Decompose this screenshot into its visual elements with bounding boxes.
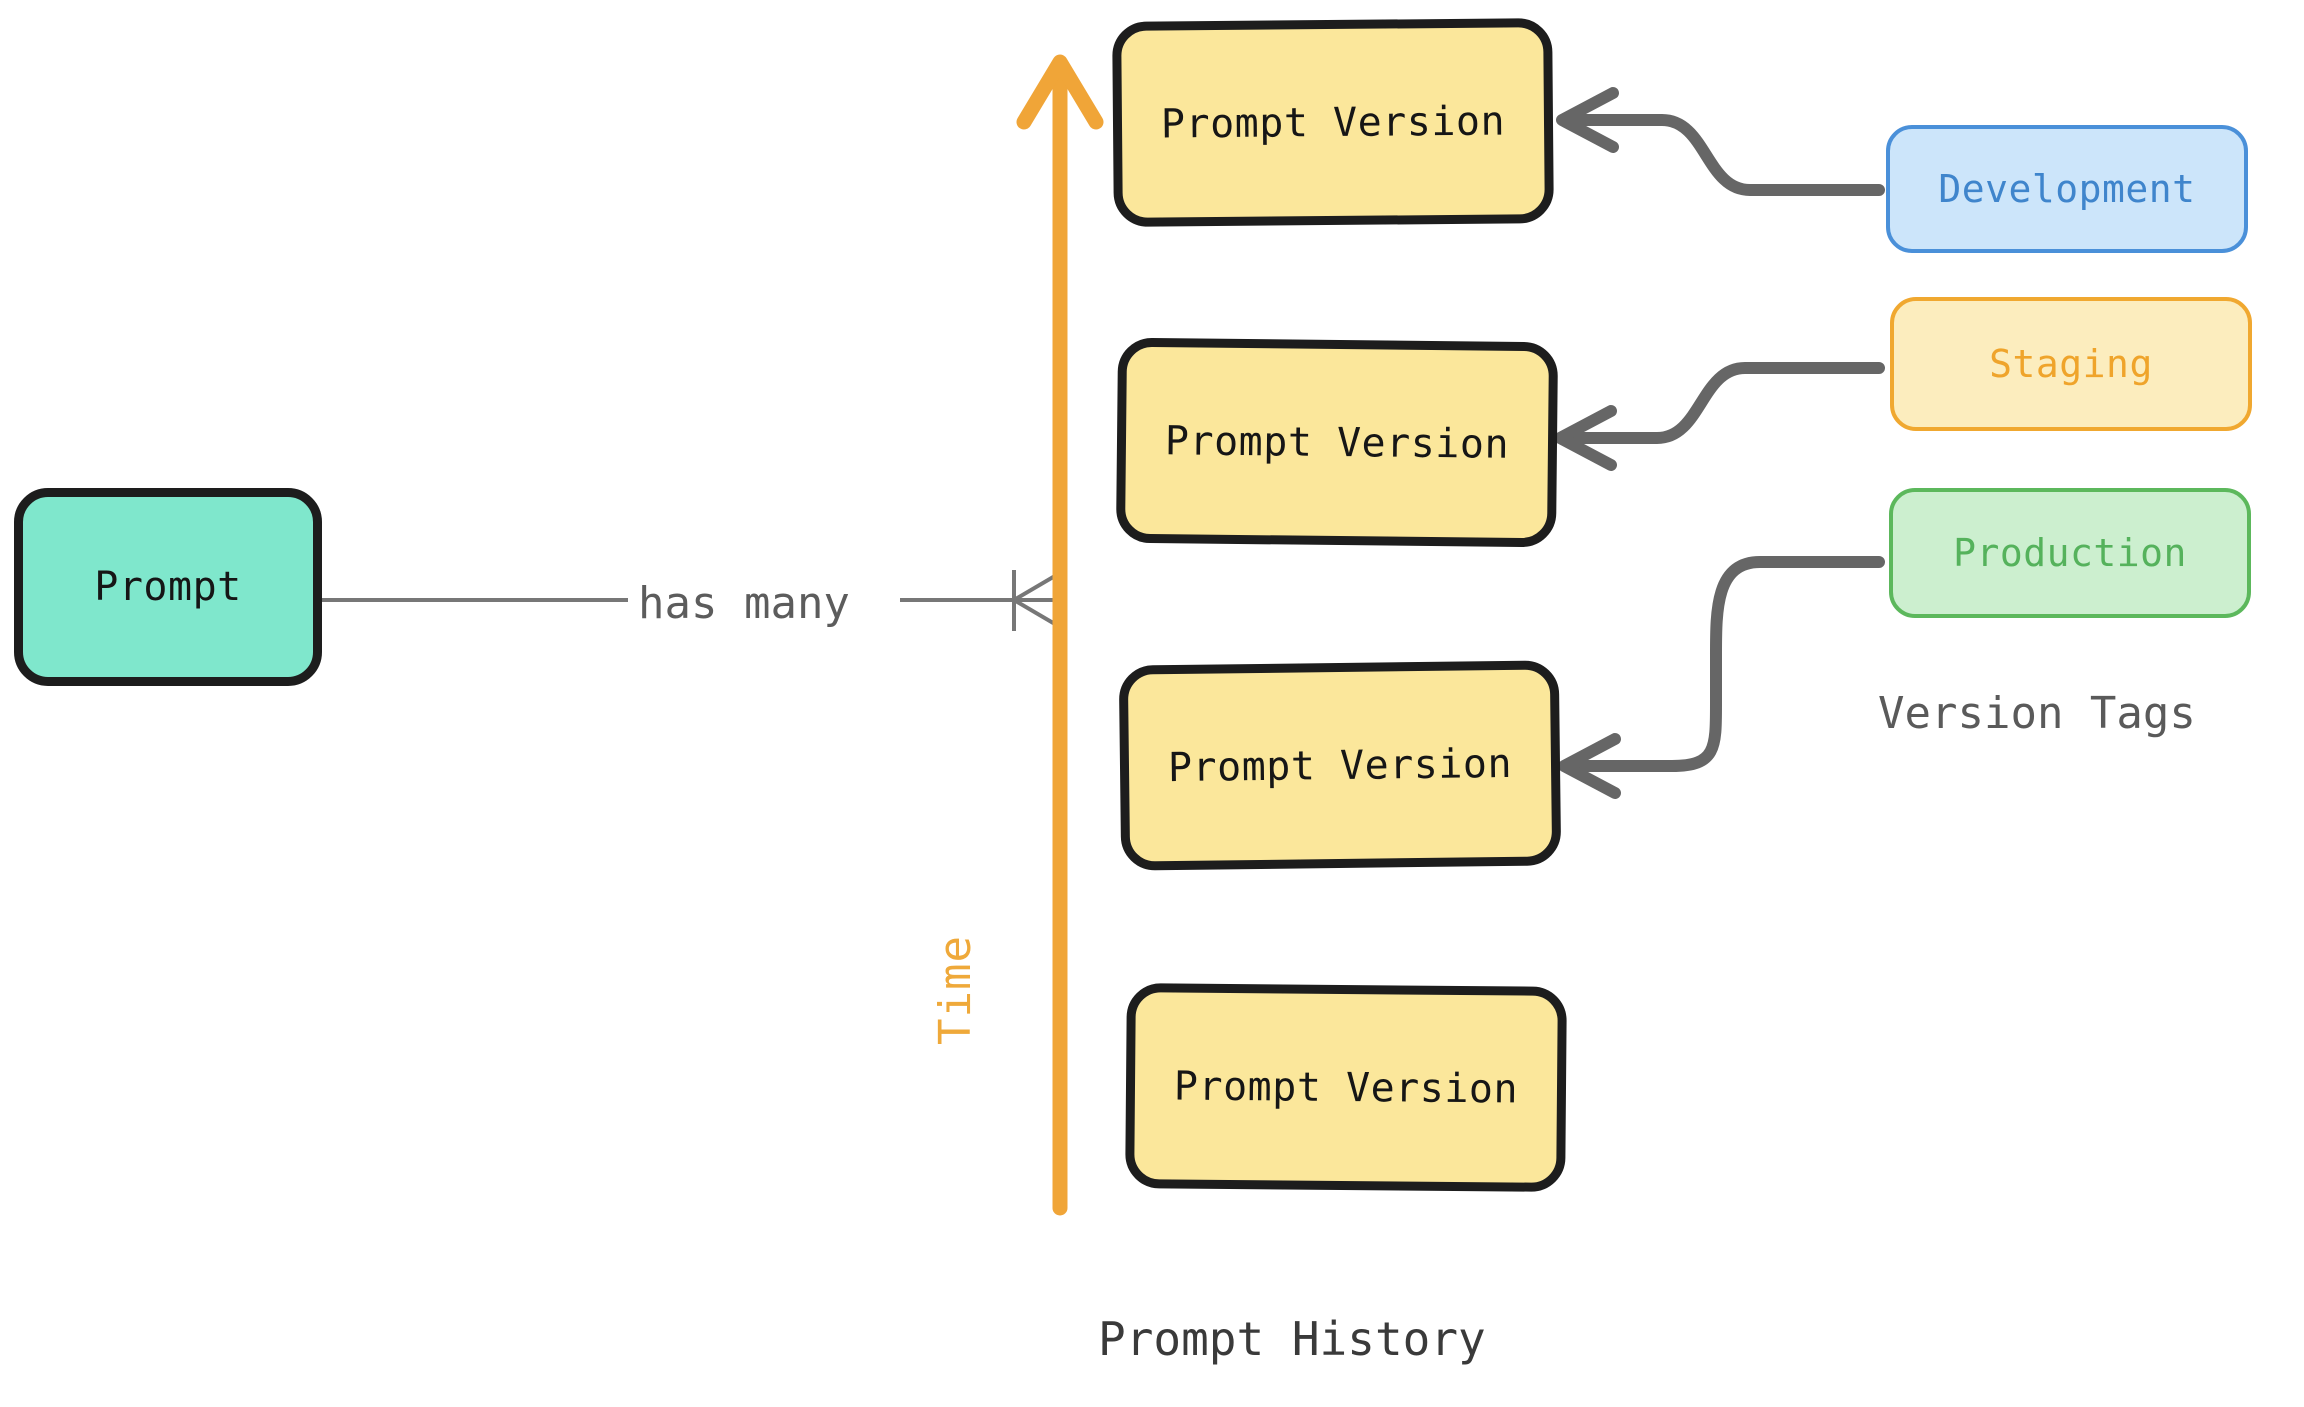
connector-staging [1554,362,1885,471]
prompt-version-box-4[interactable]: Prompt Version [1125,983,1567,1192]
connector-production [1558,556,1885,799]
version-tags-caption: Version Tags [1878,688,2196,739]
time-axis-arrow [1016,54,1104,1216]
tag-development[interactable]: Development [1886,125,2248,253]
prompt-history-caption: Prompt History [1098,1312,1486,1366]
time-axis-label: Time [930,935,981,1045]
entity-prompt[interactable]: Prompt [14,488,322,686]
has-many-label: has many [628,578,860,629]
prompt-version-label: Prompt Version [1164,417,1510,468]
connector-development [1556,87,1885,196]
prompt-version-label: Prompt Version [1173,1062,1519,1113]
prompt-version-box-2[interactable]: Prompt Version [1115,337,1559,548]
prompt-version-label: Prompt Version [1167,740,1513,791]
tag-staging-label: Staging [1989,342,2153,386]
tag-production[interactable]: Production [1889,488,2251,618]
prompt-version-box-3[interactable]: Prompt Version [1118,660,1562,871]
entity-prompt-label: Prompt [94,564,242,610]
prompt-version-box-1[interactable]: Prompt Version [1112,18,1554,227]
prompt-version-label: Prompt Version [1160,97,1506,148]
crows-foot-marker [1012,570,1062,631]
tag-production-label: Production [1953,531,2187,575]
tag-staging[interactable]: Staging [1890,297,2252,431]
tag-development-label: Development [1938,167,2196,211]
